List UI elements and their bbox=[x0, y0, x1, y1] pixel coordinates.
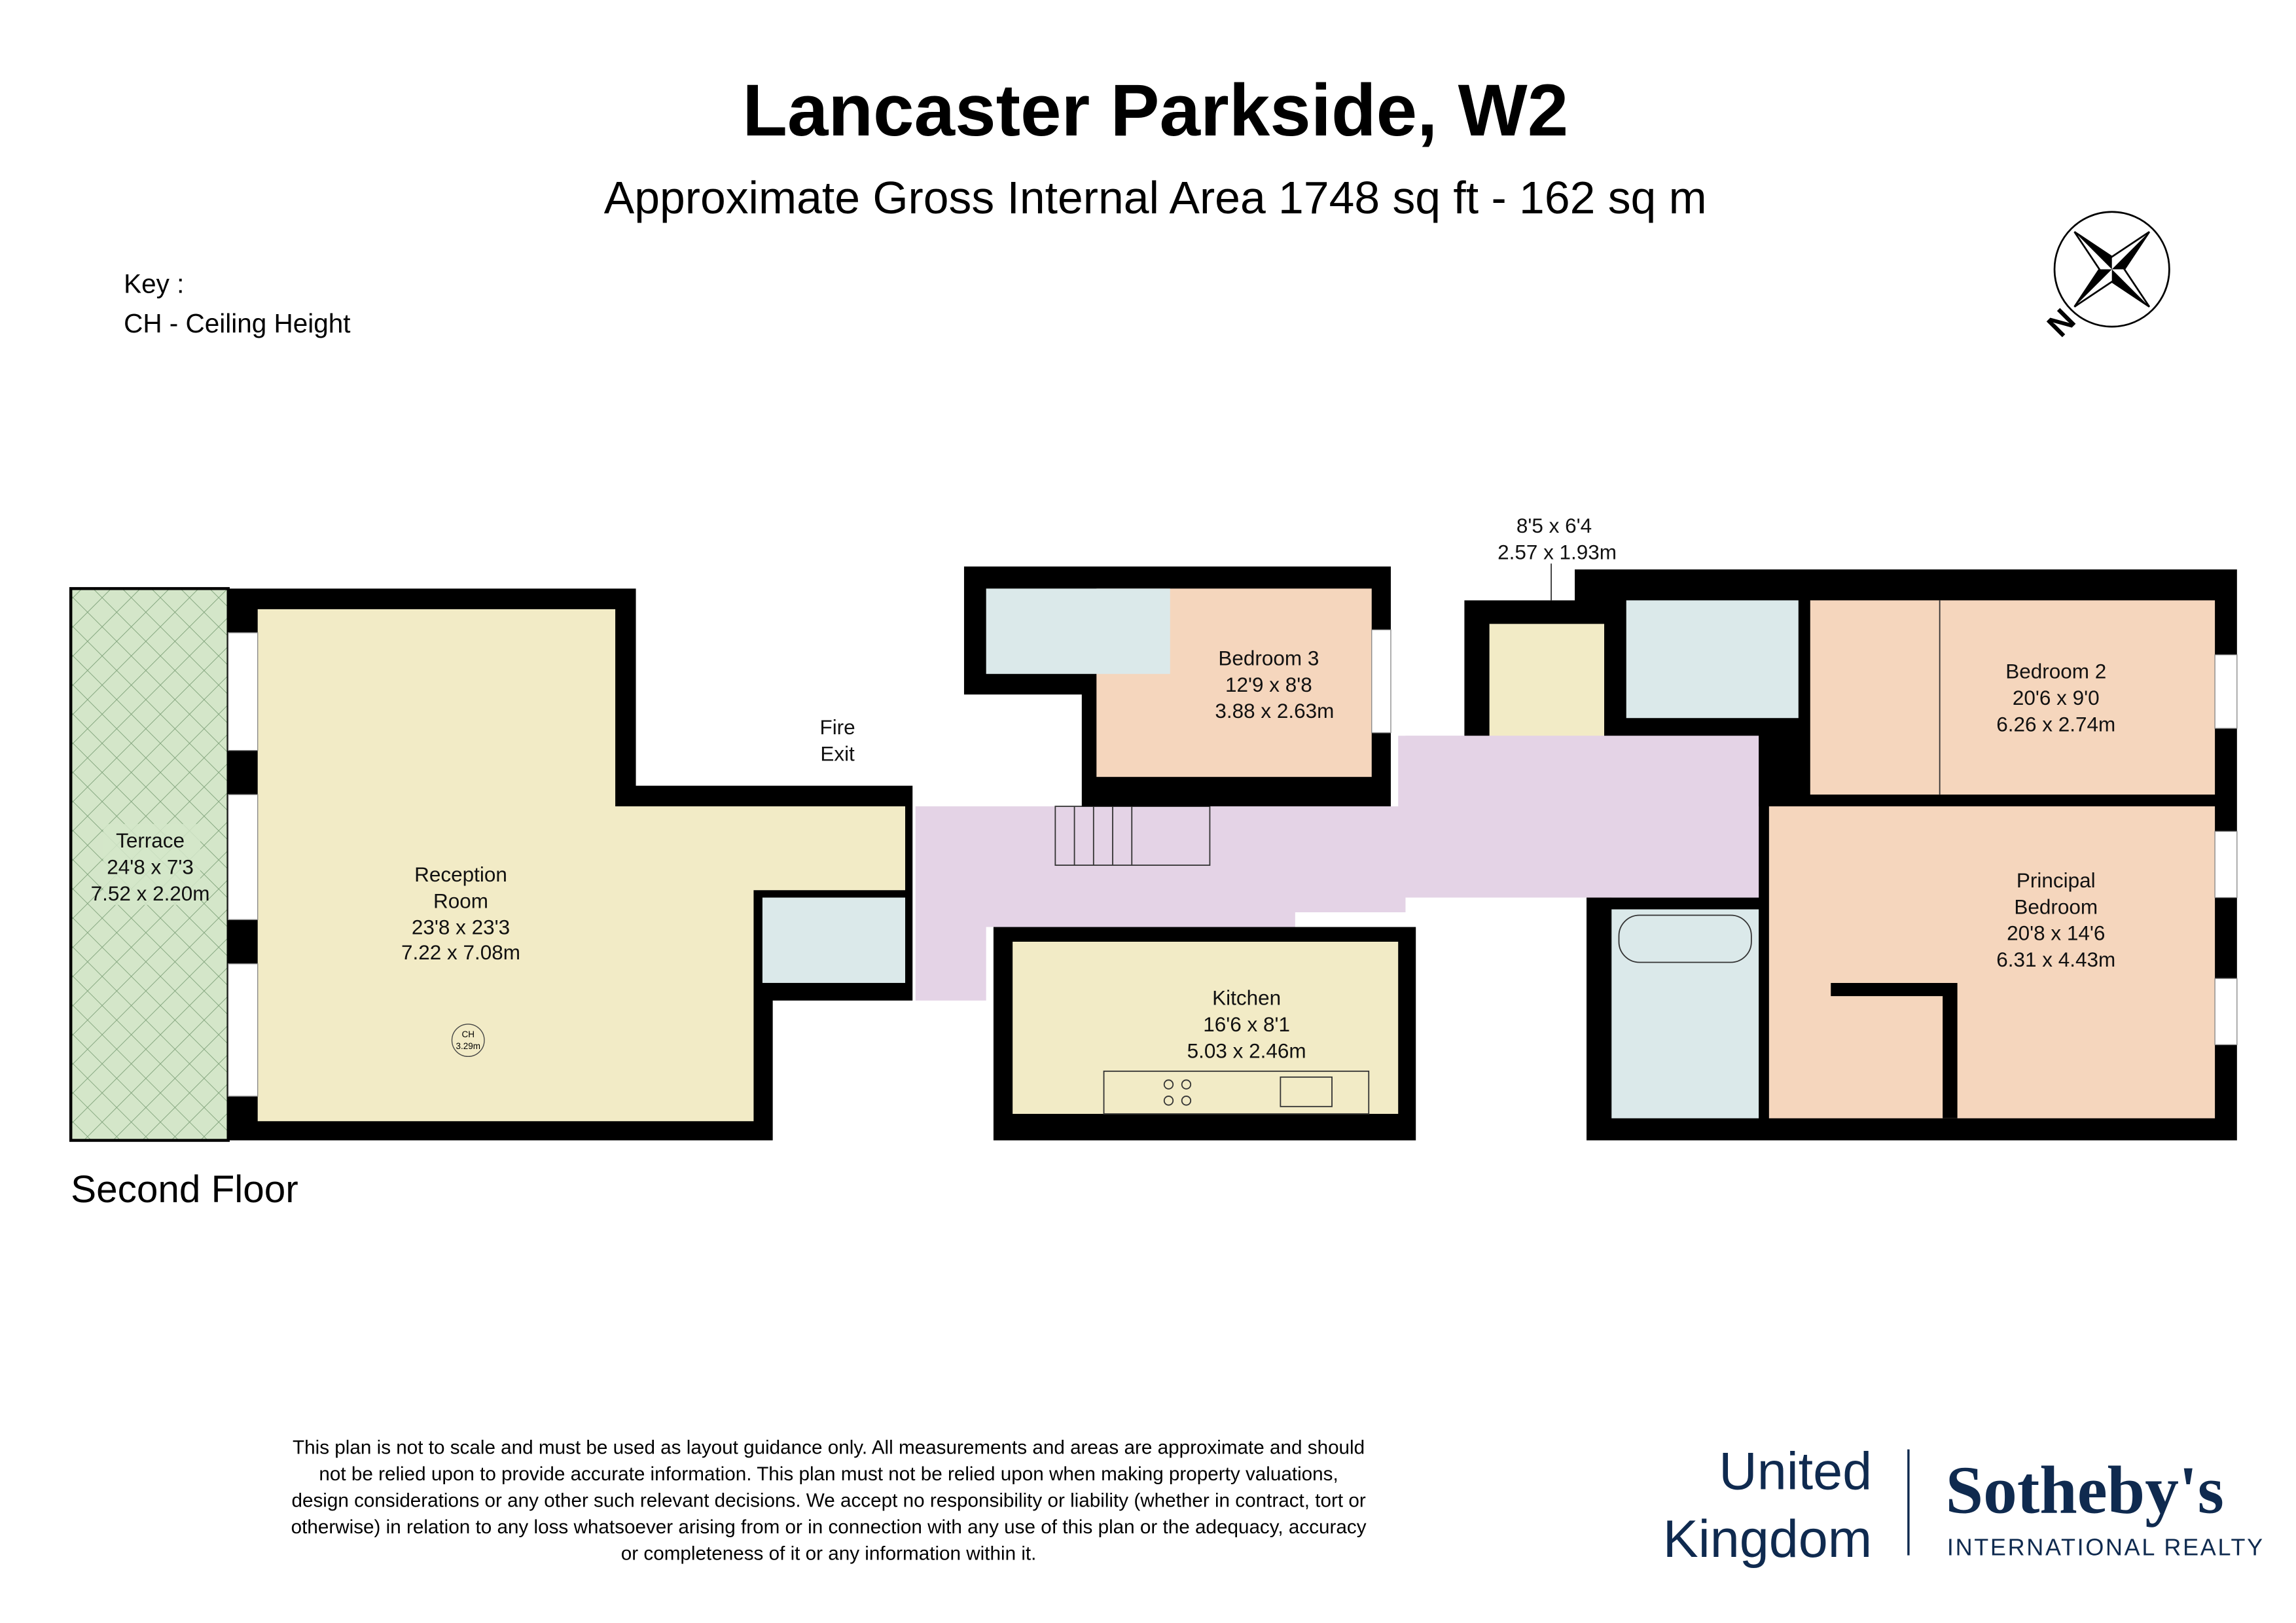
svg-text:or completeness of it or any i: or completeness of it or any information… bbox=[621, 1543, 1037, 1564]
window bbox=[228, 794, 259, 920]
kitchen-area bbox=[1013, 941, 1399, 1115]
svg-text:8'5 x 6'4: 8'5 x 6'4 bbox=[1516, 514, 1592, 537]
svg-text:Reception: Reception bbox=[414, 863, 507, 886]
svg-text:7.22 x 7.08m: 7.22 x 7.08m bbox=[401, 941, 520, 964]
ceiling-height-badge: CH 3.29m bbox=[451, 1024, 485, 1058]
kitchen-label: Kitchen 16'6 x 8'1 5.03 x 2.46m bbox=[1187, 987, 1306, 1063]
svg-text:Bedroom: Bedroom bbox=[2014, 895, 2098, 918]
hob-icon bbox=[1163, 1079, 1192, 1106]
svg-text:otherwise) in relation to any: otherwise) in relation to any loss whats… bbox=[291, 1516, 1367, 1538]
svg-text:7.52 x 2.20m: 7.52 x 2.20m bbox=[91, 882, 210, 905]
terrace-label: Terrace 24'8 x 7'3 7.52 x 2.20m bbox=[91, 829, 210, 905]
key-item: CH - Ceiling Height bbox=[124, 308, 350, 338]
svg-text:20'8 x 14'6: 20'8 x 14'6 bbox=[2007, 922, 2105, 945]
reception-label: Reception Room 23'8 x 23'3 7.22 x 7.08m bbox=[401, 863, 520, 964]
ensuite-2-area bbox=[1626, 600, 1799, 719]
svg-text:6.26 x 2.74m: 6.26 x 2.74m bbox=[1996, 713, 2115, 736]
svg-text:20'6 x 9'0: 20'6 x 9'0 bbox=[2013, 687, 2100, 709]
store-label: 8'5 x 6'4 2.57 x 1.93m bbox=[1498, 514, 1617, 601]
page-subtitle: Approximate Gross Internal Area 1748 sq … bbox=[604, 172, 1707, 223]
svg-text:Room: Room bbox=[433, 889, 488, 912]
svg-text:Kingdom: Kingdom bbox=[1663, 1510, 1872, 1569]
floor-label: Second Floor bbox=[71, 1168, 298, 1211]
svg-text:not be relied upon to provide: not be relied upon to provide accurate i… bbox=[319, 1463, 1338, 1485]
window bbox=[1371, 629, 1391, 734]
bathroom-area bbox=[1611, 909, 1759, 1118]
svg-text:Principal: Principal bbox=[2017, 869, 2096, 892]
window bbox=[2214, 830, 2238, 899]
svg-text:Exit: Exit bbox=[820, 742, 855, 765]
sink-icon bbox=[1280, 1076, 1333, 1107]
svg-text:2.57 x 1.93m: 2.57 x 1.93m bbox=[1498, 541, 1617, 563]
cloakroom-area bbox=[762, 897, 906, 983]
svg-text:23'8 x 23'3: 23'8 x 23'3 bbox=[412, 916, 510, 939]
window bbox=[2214, 654, 2238, 729]
svg-text:3.29m: 3.29m bbox=[456, 1041, 480, 1051]
svg-text:16'6 x 8'1: 16'6 x 8'1 bbox=[1203, 1013, 1290, 1036]
svg-text:Terrace: Terrace bbox=[116, 829, 185, 852]
svg-text:design considerations or any o: design considerations or any other such … bbox=[291, 1489, 1365, 1511]
svg-text:Kitchen: Kitchen bbox=[1212, 987, 1281, 1010]
svg-text:Fire: Fire bbox=[819, 716, 855, 739]
svg-text:5.03 x 2.46m: 5.03 x 2.46m bbox=[1187, 1040, 1306, 1063]
key-heading: Key : bbox=[124, 268, 184, 298]
bedroom-2-area bbox=[1810, 600, 2215, 795]
sothebys-logo: United Kingdom Sotheby's INTERNATIONAL R… bbox=[1663, 1442, 2265, 1569]
svg-text:6.31 x 4.43m: 6.31 x 4.43m bbox=[1996, 948, 2115, 971]
kitchen-worktop bbox=[1103, 1070, 1370, 1115]
svg-text:Bedroom 2: Bedroom 2 bbox=[2005, 660, 2106, 683]
window bbox=[228, 963, 259, 1097]
bedroom-3-label: Bedroom 3 12'9 x 8'8 3.88 x 2.63m bbox=[1215, 647, 1334, 722]
compass-rose-icon bbox=[2053, 211, 2170, 328]
svg-text:United: United bbox=[1719, 1442, 1872, 1501]
reception-room-area bbox=[257, 609, 906, 1122]
svg-text:12'9 x 8'8: 12'9 x 8'8 bbox=[1225, 673, 1312, 696]
window bbox=[228, 632, 259, 751]
svg-text:24'8 x 7'3: 24'8 x 7'3 bbox=[107, 856, 194, 879]
svg-text:Bedroom 3: Bedroom 3 bbox=[1218, 647, 1319, 669]
compass-north-label: N bbox=[2040, 302, 2082, 344]
fire-exit-label: Fire Exit bbox=[819, 716, 855, 765]
principal-bedroom-label: Principal Bedroom 20'8 x 14'6 6.31 x 4.4… bbox=[1996, 869, 2115, 971]
svg-text:3.88 x 2.63m: 3.88 x 2.63m bbox=[1215, 700, 1334, 722]
svg-text:Sotheby's: Sotheby's bbox=[1946, 1453, 2224, 1527]
bedroom-2-label: Bedroom 2 20'6 x 9'0 6.26 x 2.74m bbox=[1996, 660, 2115, 736]
bath-icon bbox=[1618, 914, 1752, 963]
ensuite-3-area bbox=[986, 588, 1170, 674]
svg-text:CH: CH bbox=[461, 1029, 474, 1039]
svg-text:This plan is not to scale and: This plan is not to scale and must be us… bbox=[293, 1436, 1365, 1458]
window bbox=[2214, 978, 2238, 1046]
principal-bedroom-area bbox=[1768, 806, 2215, 1118]
svg-text:INTERNATIONAL REALTY: INTERNATIONAL REALTY bbox=[1947, 1534, 2265, 1561]
page-title: Lancaster Parkside, W2 bbox=[742, 69, 1568, 151]
disclaimer: This plan is not to scale and must be us… bbox=[291, 1436, 1367, 1564]
